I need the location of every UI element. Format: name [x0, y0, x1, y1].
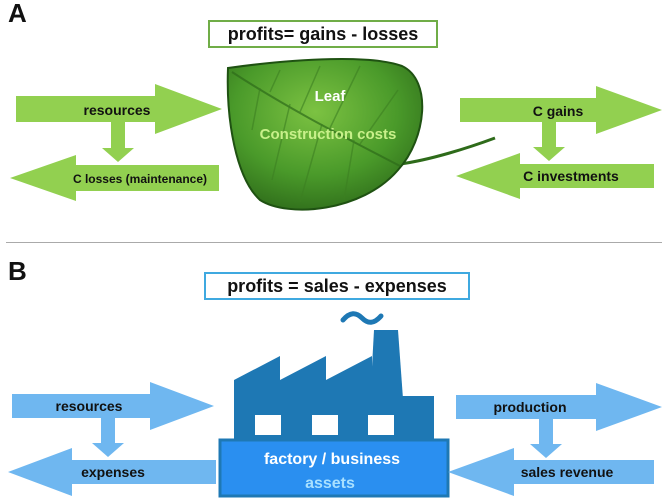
- c-investments-arrow-label: C investments: [523, 168, 619, 184]
- factory-icon: [218, 311, 450, 498]
- resources-arrow-a-label: resources: [84, 102, 151, 118]
- leaf-subtitle: Construction costs: [260, 126, 397, 143]
- expenses-arrow: expenses: [8, 448, 216, 496]
- resources-arrow-b: resources: [12, 382, 214, 430]
- factory-subtitle: assets: [305, 475, 355, 492]
- resources-to-expenses-down-arrow: [92, 418, 124, 457]
- resources-arrow-b-label: resources: [56, 398, 123, 414]
- gains-to-investments-down-arrow: [533, 122, 565, 161]
- sales-revenue-arrow-label: sales revenue: [521, 464, 614, 480]
- sales-revenue-arrow: sales revenue: [448, 448, 654, 496]
- leaf-diagram: resources C losses (maintenance) Leaf Co…: [10, 58, 662, 211]
- factory-title: factory / business: [264, 451, 400, 468]
- production-arrow-label: production: [493, 399, 566, 415]
- resources-to-losses-down-arrow: [102, 122, 134, 162]
- leaf-profit-formula: profits= gains - losses: [208, 20, 438, 48]
- c-gains-arrow: C gains: [460, 86, 662, 134]
- leaf-icon: [226, 58, 496, 211]
- business-profit-formula: profits = sales - expenses: [204, 272, 470, 300]
- leaf-title: Leaf: [315, 88, 347, 105]
- c-losses-arrow: C losses (maintenance): [10, 155, 219, 201]
- production-to-sales-down-arrow: [530, 419, 562, 458]
- production-arrow: production: [456, 383, 662, 431]
- panel-a-label: A: [8, 0, 27, 28]
- panel-b-label: B: [8, 256, 27, 286]
- resources-arrow-a: resources: [16, 84, 222, 134]
- expenses-arrow-label: expenses: [81, 464, 145, 480]
- panel-divider: [6, 242, 662, 243]
- c-investments-arrow: C investments: [456, 153, 654, 199]
- c-gains-arrow-label: C gains: [533, 103, 584, 119]
- c-losses-arrow-label: C losses (maintenance): [73, 172, 207, 186]
